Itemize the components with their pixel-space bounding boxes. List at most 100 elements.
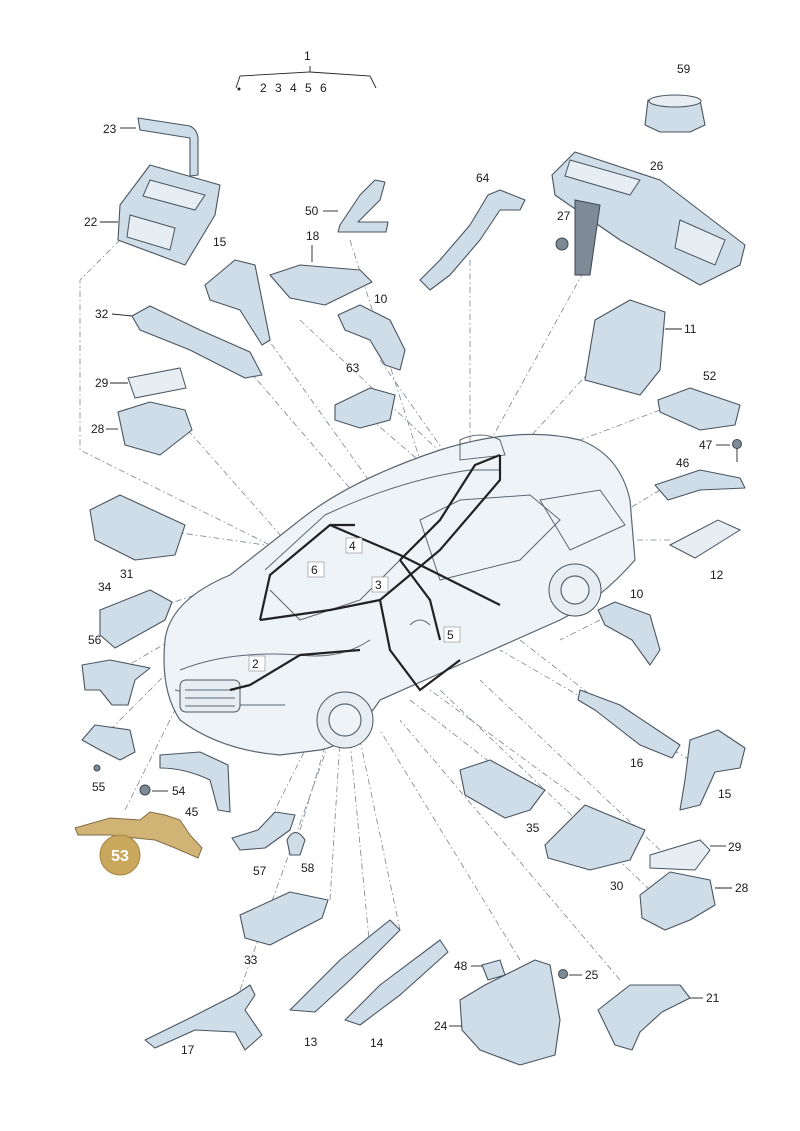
callout-24: 24 — [434, 1019, 448, 1033]
part-15-lower: 15 — [679, 729, 746, 811]
callout-27: 27 — [557, 209, 571, 223]
sub-callout-5: 5 — [305, 81, 312, 95]
callout-11: 11 — [684, 322, 697, 336]
part-14: 14 — [344, 939, 449, 1050]
part-10-upper: 10 — [337, 292, 406, 371]
sub-callout-4: 4 — [290, 81, 297, 95]
callout-6: 6 — [311, 563, 318, 577]
callout-48: 48 — [454, 959, 468, 973]
part-46: 46 — [654, 456, 746, 501]
part-32: 32 — [95, 305, 263, 379]
callout-2: 2 — [252, 657, 259, 671]
part-48: 48 — [454, 959, 506, 981]
car-body — [163, 433, 636, 756]
part-24: 24 — [434, 959, 561, 1066]
callout-56: 56 — [88, 633, 102, 647]
callout-16: 16 — [630, 756, 644, 770]
part-27: 27 — [555, 209, 571, 251]
callout-59: 59 — [677, 62, 691, 76]
callout-29: 29 — [728, 840, 742, 854]
callout-26: 26 — [650, 159, 664, 173]
part-21: 21 — [597, 984, 720, 1051]
part-29-upper: 29 — [95, 367, 187, 399]
part-28-lower: 28 — [639, 871, 749, 931]
part-57: 57 — [231, 811, 296, 878]
sub-callout-3: 3 — [275, 81, 282, 95]
part-56: 56 — [81, 633, 151, 706]
part-34: 34 — [98, 580, 173, 649]
callout-22: 22 — [84, 215, 98, 229]
part-29-lower: 29 — [649, 839, 742, 871]
callout-58: 58 — [301, 861, 315, 875]
callout-17: 17 — [181, 1043, 195, 1057]
callout-64: 64 — [476, 171, 490, 185]
callout-28: 28 — [735, 881, 749, 895]
callout-14: 14 — [370, 1036, 384, 1050]
sub-callout-2: 2 — [260, 81, 267, 95]
callout-57: 57 — [253, 864, 267, 878]
wiring-looms — [229, 453, 502, 692]
part-13: 13 — [289, 919, 401, 1049]
callout-25: 25 — [585, 968, 599, 982]
callout-18: 18 — [306, 229, 320, 243]
car-callouts: 4 6 3 5 2 — [248, 537, 461, 672]
callout-15: 15 — [213, 235, 227, 249]
part-15-upper: 15 — [204, 235, 271, 346]
callout-52: 52 — [703, 369, 717, 383]
part-28-upper: 28 — [91, 401, 193, 456]
callout-15: 15 — [718, 787, 732, 801]
callout-45: 45 — [185, 805, 199, 819]
callout-31: 31 — [120, 567, 134, 581]
part-16: 16 — [577, 689, 681, 770]
callout-55: 55 — [92, 780, 106, 794]
callout-5: 5 — [447, 628, 454, 642]
sub-callout-6: 6 — [320, 81, 327, 95]
part-11: 11 — [584, 299, 697, 396]
part-52: 52 — [657, 369, 741, 431]
callout-63: 63 — [346, 361, 360, 375]
part-55: 55 — [81, 724, 136, 794]
callout-30: 30 — [610, 879, 624, 893]
part-18: 18 — [269, 229, 373, 306]
part-22: 22 — [84, 164, 221, 266]
part-54: 54 — [139, 784, 186, 798]
part-25: 25 — [558, 968, 599, 982]
callout-21: 21 — [706, 991, 720, 1005]
callout-33: 33 — [244, 953, 258, 967]
part-64: 64 — [419, 171, 526, 291]
part-10-lower: 10 — [597, 587, 661, 666]
callout-13: 13 — [304, 1035, 318, 1049]
callout-50: 50 — [305, 204, 319, 218]
callout-35: 35 — [526, 821, 540, 835]
part-35: 35 — [459, 759, 546, 835]
part-23: 23 — [103, 117, 199, 177]
callout-47: 47 — [699, 438, 713, 452]
part-30: 30 — [544, 804, 646, 893]
callout-10: 10 — [374, 292, 388, 306]
part-53-highlighted: 53 — [74, 811, 203, 876]
callout-12: 12 — [710, 568, 724, 582]
part-33: 33 — [239, 891, 329, 967]
part-50: 50 — [305, 179, 389, 233]
part-31: 31 — [89, 494, 186, 581]
callout-3: 3 — [375, 578, 382, 592]
callout-53: 53 — [111, 848, 129, 865]
part-59: 59 — [644, 62, 706, 133]
top-callout-1: 1 2 3 4 5 6 — [235, 49, 377, 95]
callout-1: 1 — [304, 49, 311, 63]
part-47: 47 — [699, 438, 742, 462]
callout-46: 46 — [676, 456, 690, 470]
part-58: 58 — [286, 831, 315, 875]
callout-29: 29 — [95, 376, 109, 390]
part-45: 45 — [159, 751, 231, 819]
callout-34: 34 — [98, 580, 112, 594]
callout-32: 32 — [95, 307, 109, 321]
callout-28: 28 — [91, 422, 105, 436]
callout-10: 10 — [630, 587, 644, 601]
callout-4: 4 — [349, 539, 356, 553]
part-17: 17 — [144, 984, 263, 1057]
callout-54: 54 — [172, 784, 186, 798]
part-63: 63 — [334, 361, 396, 429]
callout-23: 23 — [103, 122, 117, 136]
